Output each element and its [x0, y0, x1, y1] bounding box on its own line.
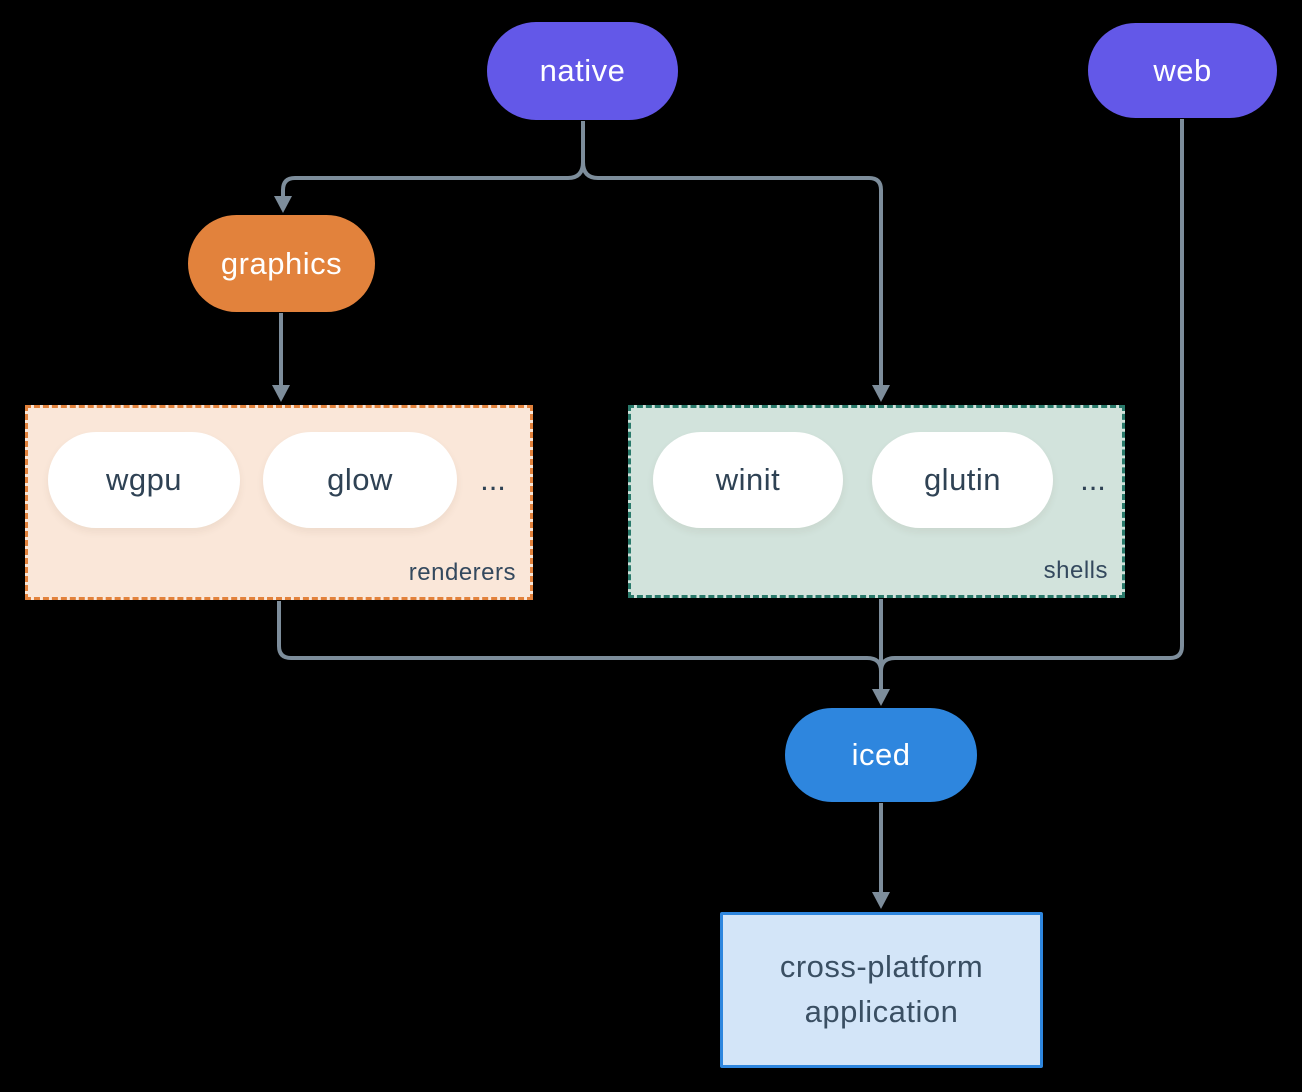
node-winit: winit [653, 432, 843, 528]
node-web: web [1088, 23, 1277, 118]
arrowhead-graphics [274, 196, 292, 213]
renderers-group-label: renderers [408, 559, 516, 586]
node-glow-label: glow [327, 462, 393, 497]
node-glutin: glutin [872, 432, 1053, 528]
node-graphics-label: graphics [220, 245, 343, 281]
edge-native-to-shells [598, 176, 883, 386]
app-label-line2: application [804, 994, 959, 1029]
edge-native-to-graphics [281, 176, 568, 197]
node-native: native [487, 22, 678, 120]
arrowhead-iced [872, 689, 890, 706]
group-renderers: wgpu glow ... renderers [25, 405, 533, 600]
shells-group-label: shells [1043, 557, 1108, 584]
renderers-ellipsis: ... [480, 462, 506, 497]
node-native-label: native [539, 53, 626, 88]
node-iced: iced [785, 708, 977, 802]
node-iced-label: iced [851, 737, 911, 772]
shells-ellipsis: ... [1080, 462, 1106, 497]
node-web-label: web [1153, 52, 1212, 88]
edge-native-flare-right [581, 161, 599, 180]
app-label-line1: cross-platform [779, 949, 984, 985]
edge-renderers-to-junction [277, 601, 883, 672]
node-wgpu: wgpu [48, 432, 240, 528]
node-glutin-label: glutin [923, 462, 1002, 497]
arrowhead-renderers [272, 385, 290, 402]
arrowhead-app [872, 892, 890, 909]
arrowhead-shells [872, 385, 890, 402]
node-winit-label: winit [715, 462, 781, 497]
node-cross-platform-application: cross-platform application [720, 912, 1043, 1068]
group-shells: winit glutin ... shells [628, 405, 1125, 598]
node-glow: glow [263, 432, 457, 528]
edge-native-flare-left [567, 161, 585, 180]
node-graphics: graphics [188, 215, 375, 312]
node-wgpu-label: wgpu [105, 462, 183, 497]
